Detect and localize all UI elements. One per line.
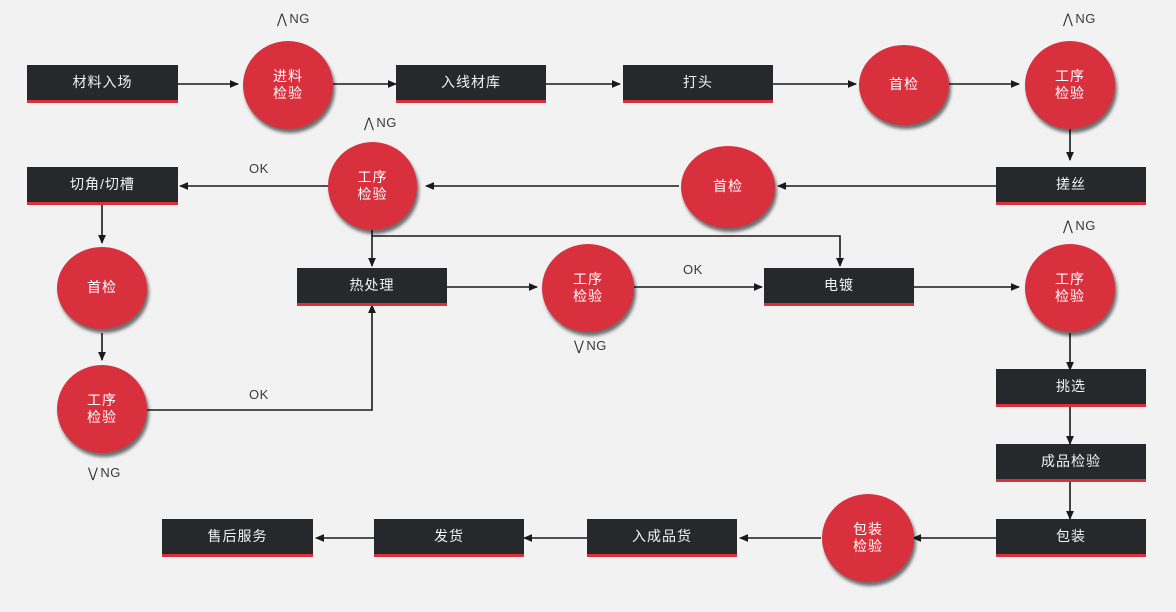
node-first-article-inspection-2[interactable]: 首检 bbox=[681, 146, 775, 228]
node-label: 发货 bbox=[434, 527, 464, 544]
edge-procinspect3-ok-to-heattreat bbox=[147, 304, 376, 411]
caption-text: NG bbox=[1075, 218, 1096, 233]
node-label: 售后服务 bbox=[207, 527, 268, 544]
node-label: 打头 bbox=[683, 73, 713, 90]
node-sorting[interactable]: 挑选 bbox=[996, 369, 1146, 407]
node-label: 首检 bbox=[87, 279, 117, 296]
caption-text: NG bbox=[289, 11, 310, 26]
node-heat-treatment[interactable]: 热处理 bbox=[297, 268, 447, 306]
caption-ok-plating: OK bbox=[683, 262, 703, 277]
node-label: 首检 bbox=[713, 178, 743, 195]
chevron-up-icon: ⋀ bbox=[277, 10, 288, 28]
node-label-line1: 工序 bbox=[87, 391, 117, 408]
node-label: 材料入场 bbox=[72, 73, 133, 90]
caption-text: NG bbox=[376, 115, 397, 130]
node-label: 搓丝 bbox=[1056, 175, 1086, 192]
node-process-inspection-1[interactable]: 工序 检验 bbox=[1025, 41, 1115, 129]
caption-text: NG bbox=[100, 465, 121, 480]
node-material-entry[interactable]: 材料入场 bbox=[27, 65, 178, 103]
node-label-line2: 检验 bbox=[87, 409, 117, 425]
caption-ng-process-1: ⋀NG bbox=[1063, 10, 1096, 28]
edge-procinspect2-ng-to-plating bbox=[372, 235, 844, 267]
node-label-line2: 检验 bbox=[853, 538, 883, 554]
caption-ok-heattreat: OK bbox=[249, 387, 269, 402]
node-label: 热处理 bbox=[349, 276, 395, 293]
chevron-up-icon: ⋀ bbox=[1063, 217, 1074, 235]
node-label-line1: 工序 bbox=[573, 270, 603, 287]
caption-ok-cutting: OK bbox=[249, 161, 269, 176]
node-process-inspection-5[interactable]: 工序 检验 bbox=[1025, 244, 1115, 332]
node-process-inspection-3[interactable]: 工序 检验 bbox=[57, 365, 147, 453]
node-first-article-inspection-1[interactable]: 首检 bbox=[859, 45, 949, 125]
caption-text: NG bbox=[586, 338, 607, 353]
node-packing[interactable]: 包装 bbox=[996, 519, 1146, 557]
node-label: 入成品货 bbox=[632, 527, 692, 544]
node-final-inspection[interactable]: 成品检验 bbox=[996, 444, 1146, 482]
node-label-line2: 检验 bbox=[357, 186, 388, 202]
caption-text: OK bbox=[249, 387, 269, 402]
caption-text: OK bbox=[683, 262, 703, 277]
node-shipping[interactable]: 发货 bbox=[374, 519, 524, 557]
node-label: 包装 bbox=[1056, 527, 1086, 544]
node-incoming-material-inspection[interactable]: 进料 检验 bbox=[243, 41, 333, 129]
chevron-down-icon: ⋁ bbox=[574, 337, 585, 355]
chevron-up-icon: ⋀ bbox=[1063, 10, 1074, 28]
node-wire-drawing[interactable]: 搓丝 bbox=[996, 167, 1146, 205]
node-label: 挑选 bbox=[1056, 377, 1086, 394]
caption-ng-incoming: ⋀NG bbox=[277, 10, 310, 28]
node-first-article-inspection-3[interactable]: 首检 bbox=[57, 247, 147, 329]
node-label-line2: 检验 bbox=[273, 85, 303, 101]
node-label: 切角/切槽 bbox=[70, 175, 135, 192]
node-label: 成品检验 bbox=[1041, 452, 1101, 469]
node-label-line1: 工序 bbox=[1055, 67, 1085, 84]
caption-ng-process-5: ⋀NG bbox=[1063, 217, 1096, 235]
node-finished-goods-in[interactable]: 入成品货 bbox=[587, 519, 737, 557]
caption-text: OK bbox=[249, 161, 269, 176]
node-label-line1: 工序 bbox=[1055, 270, 1085, 287]
node-electroplating[interactable]: 电镀 bbox=[764, 268, 914, 306]
chevron-up-icon: ⋀ bbox=[364, 114, 375, 132]
node-label-line1: 工序 bbox=[357, 168, 388, 185]
node-label-line2: 检验 bbox=[573, 288, 603, 304]
node-packing-inspection[interactable]: 包装 检验 bbox=[822, 494, 914, 582]
caption-ng-process-2: ⋀NG bbox=[364, 114, 397, 132]
caption-ng-process-3: ⋁NG bbox=[88, 464, 121, 482]
node-corner-slot-cutting[interactable]: 切角/切槽 bbox=[27, 167, 178, 205]
chevron-down-icon: ⋁ bbox=[88, 464, 99, 482]
node-process-inspection-2[interactable]: 工序 检验 bbox=[328, 142, 417, 230]
node-label-line1: 进料 bbox=[273, 67, 303, 84]
node-line-warehouse[interactable]: 入线材库 bbox=[396, 65, 546, 103]
node-after-sales-service[interactable]: 售后服务 bbox=[162, 519, 313, 557]
node-label: 首检 bbox=[889, 76, 919, 93]
node-label: 入线材库 bbox=[441, 73, 501, 90]
node-label: 电镀 bbox=[824, 276, 854, 293]
caption-text: NG bbox=[1075, 11, 1096, 26]
node-label-line1: 包装 bbox=[853, 520, 883, 537]
node-heading[interactable]: 打头 bbox=[623, 65, 773, 103]
caption-ng-process-4: ⋁NG bbox=[574, 337, 607, 355]
node-label-line2: 检验 bbox=[1055, 288, 1085, 304]
node-label-line2: 检验 bbox=[1055, 85, 1085, 101]
node-process-inspection-4[interactable]: 工序 检验 bbox=[542, 244, 634, 332]
